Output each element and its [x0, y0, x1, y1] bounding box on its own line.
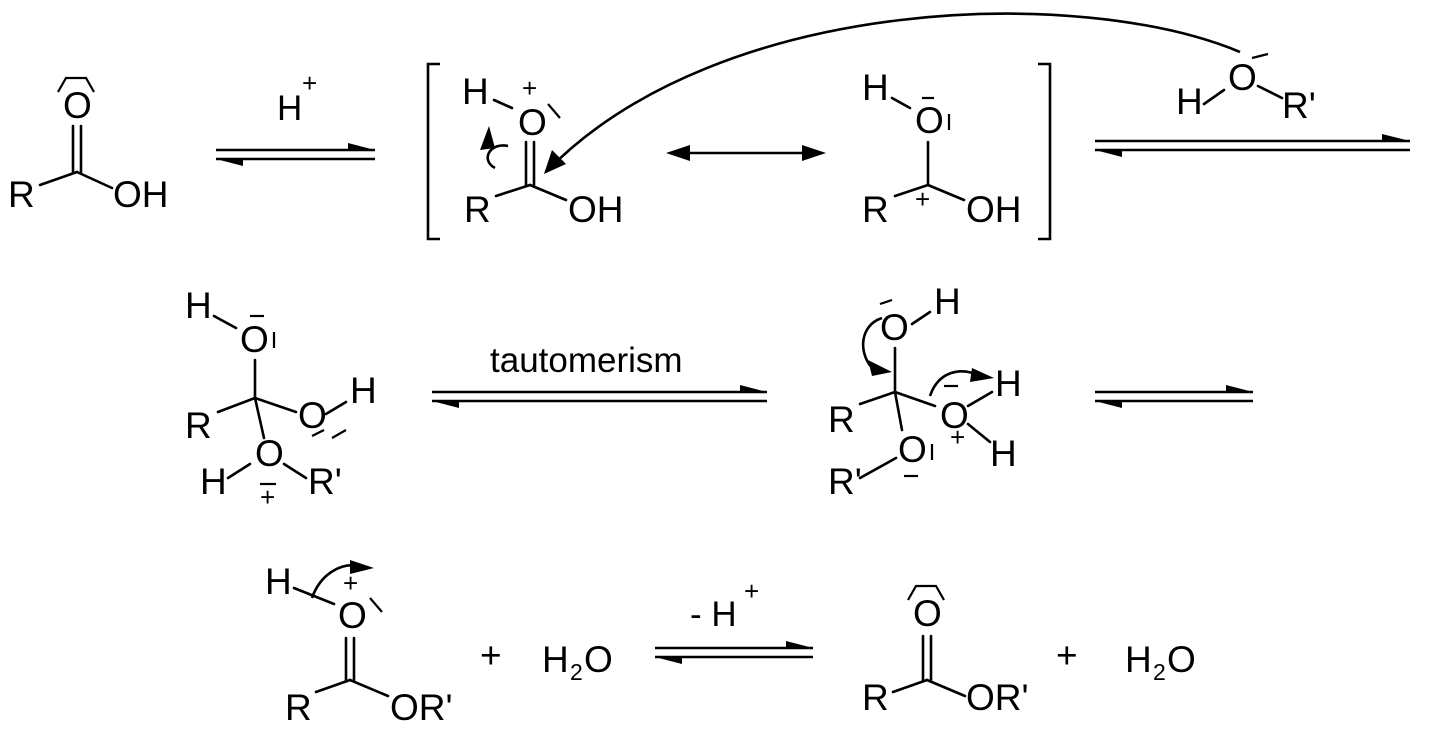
atom-o: O — [915, 100, 944, 141]
atom-r-prime: R' — [828, 461, 862, 502]
atom-h: H — [862, 67, 889, 108]
atom-r: R — [464, 189, 491, 230]
atom-o: O — [255, 433, 284, 474]
atom-h: H — [995, 363, 1022, 404]
equilibrium-arrow-3 — [1095, 385, 1253, 408]
atom-h: H — [265, 561, 292, 602]
atom-h: H — [1176, 81, 1203, 122]
atom-r-prime: R' — [1282, 85, 1316, 126]
plus-operator: + — [1056, 635, 1078, 676]
water-h: H — [542, 639, 569, 680]
ester-product: O R OR' — [862, 584, 1029, 718]
atom-h: H — [200, 461, 227, 502]
water-h: H — [1125, 639, 1152, 680]
atom-o: O — [298, 395, 327, 436]
plus-charge: + — [343, 568, 358, 598]
plus-charge: + — [260, 482, 275, 512]
electron-push-arrow — [486, 144, 509, 170]
protonated-hydroxyl-intermediate: O H R O H H + O R' — [828, 281, 1022, 502]
reagent-charge: + — [302, 68, 317, 98]
protonated-ester: H + O R OR' — [265, 560, 453, 728]
atom-h: H — [462, 71, 489, 112]
bracket-right — [1038, 62, 1052, 241]
tetrahedral-intermediate: H O R O H O H R' + — [185, 285, 377, 512]
equilibrium-arrow-1: H + — [216, 68, 375, 166]
atom-h: H — [350, 370, 377, 411]
alcohol-nucleophile: O H R' — [1176, 52, 1316, 126]
atom-or-prime: OR' — [390, 687, 453, 728]
atom-r: R — [8, 174, 35, 215]
plus-operator: + — [480, 635, 502, 676]
lone-pair-arc — [907, 584, 945, 601]
water-subscript: 2 — [570, 659, 583, 685]
atom-h: H — [990, 433, 1017, 474]
atom-r: R — [862, 677, 889, 718]
bracket-left — [426, 62, 440, 241]
water-o: O — [584, 639, 613, 680]
reagent-h: H — [277, 89, 302, 128]
water-subscript: 2 — [1153, 659, 1166, 685]
water-1: H 2 O — [542, 639, 613, 685]
atom-r: R — [862, 189, 889, 230]
plus-charge: + — [522, 73, 537, 103]
atom-h: H — [934, 281, 961, 322]
bond — [38, 170, 79, 187]
atom-o: O — [898, 429, 927, 470]
equilibrium-arrow-2 — [1095, 134, 1410, 157]
atom-oh: OH — [568, 189, 624, 230]
atom-r-prime: R' — [308, 461, 342, 502]
water-o: O — [1167, 639, 1196, 680]
atom-r: R — [185, 405, 212, 446]
atom-oh: OH — [966, 189, 1022, 230]
deprotonation-label: - H — [690, 595, 737, 634]
nucleophilic-attack-arrow — [547, 12, 1241, 171]
atom-or-prime: OR' — [966, 677, 1029, 718]
atom-r: R — [285, 687, 312, 728]
lone-pair-arc — [57, 76, 95, 93]
bond — [75, 170, 114, 190]
carboxylic-acid: O R OH — [8, 76, 169, 215]
atom-o: O — [880, 307, 909, 348]
resonance-arrow — [666, 145, 826, 161]
equilibrium-arrow-4: - H + — [655, 576, 813, 664]
electron-push-arrow — [861, 316, 883, 369]
atom-o: O — [940, 395, 969, 436]
atom-h: H — [185, 285, 212, 326]
atom-r: R — [828, 399, 855, 440]
protonated-acid-resonance-2: H O + R OH — [862, 67, 1022, 230]
atom-oh: OH — [113, 174, 169, 215]
tautomerism-label: tautomerism — [490, 341, 683, 380]
tautomerism-arrow: tautomerism — [432, 341, 767, 408]
atom-o: O — [913, 593, 942, 634]
deprotonation-charge: + — [744, 576, 759, 606]
water-2: H 2 O — [1125, 639, 1196, 685]
atom-o: O — [518, 102, 547, 143]
plus-charge: + — [915, 184, 930, 214]
atom-o: O — [240, 319, 269, 360]
atom-o: O — [1228, 57, 1257, 98]
atom-o: O — [338, 595, 367, 636]
plus-charge: + — [950, 422, 965, 452]
atom-o: O — [63, 85, 92, 126]
protonated-acid-resonance-1: H + O R OH — [462, 71, 624, 230]
